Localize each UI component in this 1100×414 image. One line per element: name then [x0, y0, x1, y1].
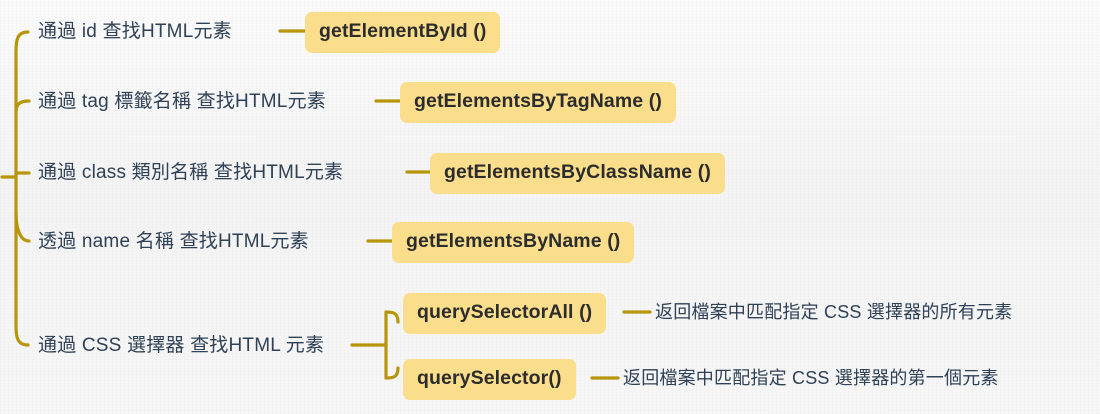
branch-arm-4 — [14, 211, 31, 243]
method-badge-getElementsByTagName[interactable]: getElementsByTagName () — [400, 82, 676, 123]
description-querySelector: 返回檔案中匹配指定 CSS 選擇器的第一個元素 — [623, 368, 999, 388]
method-badge-querySelector[interactable]: querySelector() — [403, 359, 576, 400]
description-querySelectorAll: 返回檔案中匹配指定 CSS 選擇器的所有元素 — [655, 302, 1013, 322]
branch-label-2: 通過 tag 標籤名稱 查找HTML元素 — [38, 91, 326, 112]
method-badge-querySelectorAll[interactable]: querySelectorAll () — [403, 293, 607, 334]
root-bracket-spine — [14, 30, 30, 347]
branch-label-4: 透過 name 名稱 查找HTML元素 — [38, 231, 309, 252]
branch-arm-3-upper — [16, 140, 29, 173]
branch-label-1: 通過 id 查找HTML元素 — [38, 21, 232, 42]
method-badge-getElementsByName[interactable]: getElementsByName () — [392, 222, 635, 263]
branch-label-3: 通過 class 類別名稱 查找HTML元素 — [38, 162, 344, 183]
branch-label-5: 通過 CSS 選擇器 查找HTML 元素 — [38, 335, 325, 356]
method-badge-getElementsByClassName[interactable]: getElementsByClassName () — [430, 153, 725, 194]
branch-arm-2 — [14, 99, 31, 114]
css-sub-bracket — [384, 310, 400, 380]
method-badge-getElementById[interactable]: getElementById () — [305, 12, 501, 53]
